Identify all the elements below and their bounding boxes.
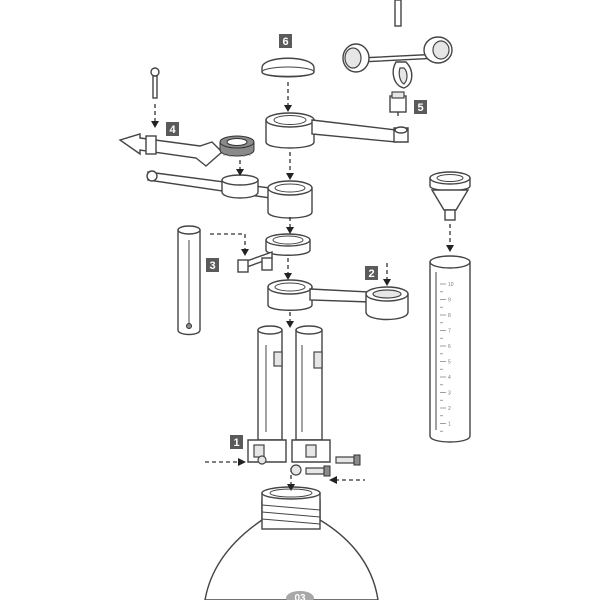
callout-2: 2 bbox=[365, 266, 378, 280]
mast-base bbox=[247, 325, 331, 476]
rain-gauge-scale: 10 9 8 7 6 5 4 3 2 1 bbox=[440, 282, 454, 432]
page-number-badge bbox=[286, 591, 314, 600]
top-cap bbox=[261, 57, 315, 78]
scale-label: 6 bbox=[448, 344, 451, 350]
callout-1-label: 1 bbox=[233, 437, 239, 449]
page-number: 03 bbox=[294, 593, 306, 600]
ring-clip bbox=[237, 233, 311, 273]
scale-label: 4 bbox=[448, 375, 451, 381]
pivot-pin bbox=[150, 67, 160, 99]
bottle: 03 bbox=[204, 486, 379, 600]
scale-label: 2 bbox=[448, 406, 451, 412]
scale-label: 9 bbox=[448, 298, 451, 304]
gear-ring bbox=[219, 135, 255, 157]
scale-label: 8 bbox=[448, 313, 451, 319]
anemometer-arm bbox=[265, 112, 409, 149]
callout-4-label: 4 bbox=[169, 124, 176, 136]
scale-label: 5 bbox=[448, 360, 451, 366]
wind-vane-arm bbox=[146, 170, 313, 219]
callout-1: 1 bbox=[230, 435, 243, 449]
scale-label: 10 bbox=[448, 282, 454, 288]
callout-3: 3 bbox=[206, 258, 219, 272]
callout-6-label: 6 bbox=[282, 36, 288, 48]
callout-5-label: 5 bbox=[417, 102, 423, 114]
callout-4: 4 bbox=[166, 122, 179, 136]
callout-6: 6 bbox=[279, 34, 292, 48]
scale-label: 7 bbox=[448, 329, 451, 335]
callout-5: 5 bbox=[414, 100, 427, 114]
funnel bbox=[429, 171, 471, 221]
rain-gauge-arm bbox=[267, 279, 409, 321]
callout-2-label: 2 bbox=[368, 268, 374, 280]
wind-vane bbox=[118, 133, 224, 167]
thermometer-tube bbox=[177, 225, 201, 336]
callout-3-label: 3 bbox=[209, 260, 215, 272]
scale-label: 3 bbox=[448, 391, 451, 397]
screws bbox=[305, 454, 361, 477]
scale-label: 1 bbox=[448, 422, 451, 428]
anemometer-cups bbox=[342, 0, 453, 113]
